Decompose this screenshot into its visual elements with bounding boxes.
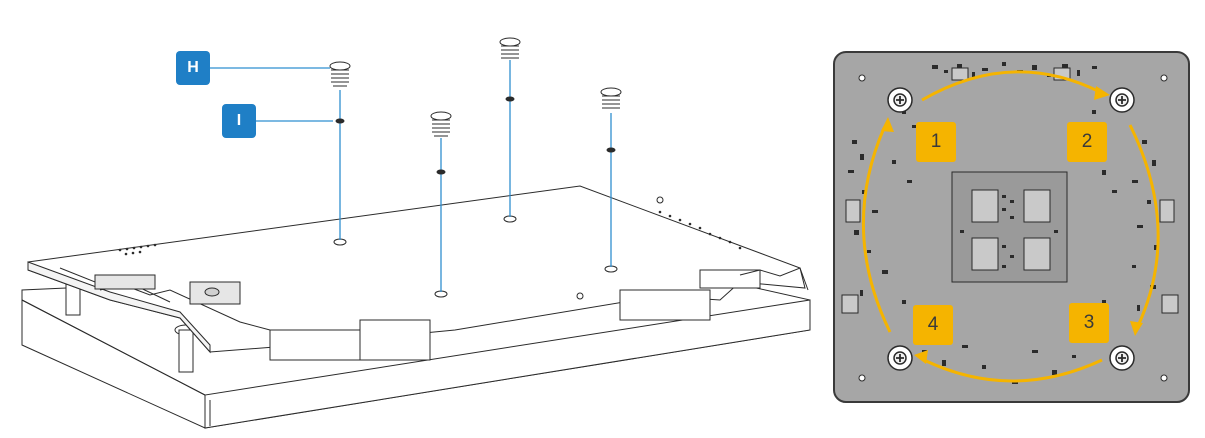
screw-position-1 (887, 87, 913, 113)
board-mounting-holes (333, 215, 618, 298)
tightening-sequence-view (833, 51, 1190, 403)
arrow-4-to-1 (861, 127, 892, 333)
screw-3 (499, 37, 521, 102)
arrow-2-to-3 (1128, 124, 1160, 327)
captive-screws (329, 37, 622, 175)
screw-heads-top-view (887, 87, 1135, 371)
screw-1 (329, 61, 351, 124)
screw-guide-lines (210, 60, 612, 292)
callout-i: I (222, 104, 256, 138)
edge-connectors (841, 67, 1179, 314)
screw-position-2 (1109, 87, 1135, 113)
screw-4 (600, 87, 622, 153)
central-chip-area (951, 171, 1068, 283)
screw-2 (430, 111, 452, 175)
sequence-badge-1: 1 (916, 122, 956, 162)
arrow-3-to-4 (923, 358, 1103, 383)
sequence-badge-2: 2 (1067, 122, 1107, 162)
screw-position-3 (1109, 345, 1135, 371)
sequence-arrowheads (881, 86, 1143, 364)
sequence-badge-4: 4 (913, 305, 953, 345)
sequence-arrows (861, 70, 1160, 383)
callout-h: H (176, 51, 210, 85)
arrow-1-to-2 (921, 70, 1101, 102)
sequence-badge-3: 3 (1069, 303, 1109, 343)
screw-position-4 (887, 345, 913, 371)
exploded-assembly-view (21, 37, 811, 429)
tooling-holes (858, 74, 1168, 382)
